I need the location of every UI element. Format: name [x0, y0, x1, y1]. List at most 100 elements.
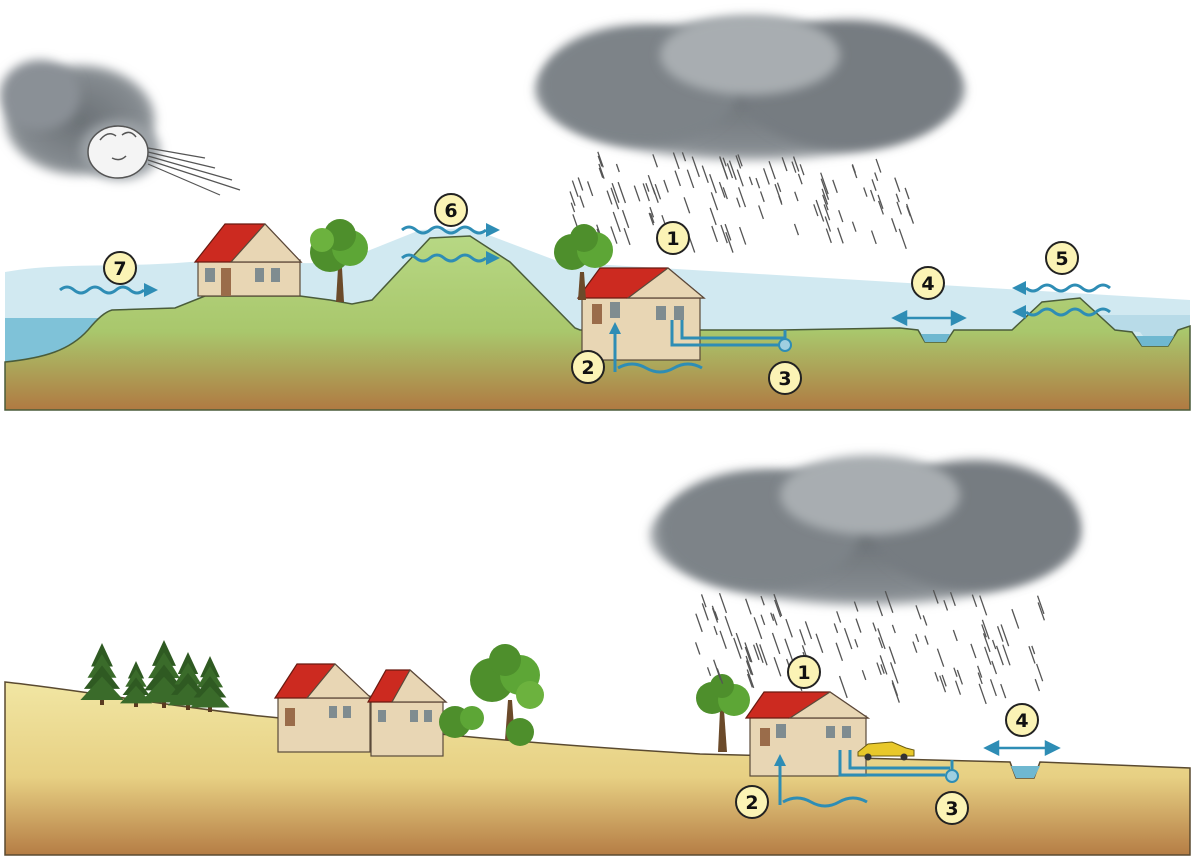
- rain-streak: [753, 617, 763, 640]
- wave-arrow-icon: [1012, 305, 1111, 319]
- rain-streak: [718, 181, 726, 198]
- rain-streak: [768, 160, 776, 180]
- rain-streak: [875, 158, 882, 173]
- rain-streak: [746, 669, 755, 689]
- marker-ditch: 4: [1005, 703, 1039, 737]
- marker-sea-storm-surge: 7: [103, 251, 137, 285]
- rain-streak: [649, 206, 655, 218]
- rain-streak: [932, 589, 939, 604]
- rain-streak: [694, 642, 701, 655]
- rain-streak: [610, 226, 618, 244]
- rain-streak: [943, 599, 949, 611]
- marker-rainfall: 1: [656, 221, 690, 255]
- wave-arrow-icon: [59, 223, 1111, 319]
- rain-streak: [813, 204, 819, 217]
- conifer-icon: [80, 640, 230, 712]
- rain-streak: [719, 156, 728, 179]
- rain-streak: [924, 635, 929, 645]
- cloud-icon: [535, 15, 965, 160]
- ditch-water: [1011, 766, 1040, 778]
- rain-streak: [774, 599, 782, 618]
- rain-streak: [792, 156, 800, 172]
- rain-streak: [569, 191, 576, 207]
- sewer-pipe: [838, 750, 954, 777]
- double-arrow-icon: [983, 739, 1061, 757]
- rain-streak: [606, 190, 613, 205]
- rain-streak: [879, 655, 888, 675]
- tree-icon: [696, 674, 750, 752]
- rain-streak: [991, 660, 998, 675]
- rain-streak: [880, 664, 885, 674]
- rain-streak: [633, 185, 641, 202]
- rain-streak: [877, 200, 884, 215]
- rain-streak: [683, 197, 691, 214]
- marker-sewer: 3: [768, 361, 802, 395]
- conifer-icon: [140, 640, 188, 708]
- rain-streak: [876, 600, 884, 617]
- rain-streak: [895, 193, 900, 203]
- rain-streak: [1000, 624, 1010, 647]
- rain-streak: [597, 155, 603, 167]
- rain-streak: [645, 182, 650, 192]
- rain-streak: [681, 152, 687, 162]
- rain-streak: [793, 223, 800, 236]
- tree-icon: [310, 219, 368, 302]
- rain-streak: [778, 195, 783, 205]
- rain-streak: [981, 619, 990, 640]
- marker-label: 1: [666, 228, 679, 250]
- rain-streak: [820, 178, 830, 200]
- rain-streak: [654, 183, 662, 200]
- rain-streak: [735, 155, 742, 169]
- rain-streak: [745, 655, 754, 676]
- rain-streak: [738, 226, 747, 245]
- rain-streak: [642, 183, 650, 202]
- rain-streak: [898, 228, 907, 250]
- rain-streak: [870, 230, 877, 245]
- rain-streak: [701, 603, 709, 621]
- rain-streak: [747, 673, 753, 688]
- rain-streak: [598, 163, 605, 179]
- rain-streak: [724, 223, 732, 241]
- rain-streak: [610, 187, 620, 210]
- rain-streak: [851, 221, 857, 232]
- rain-streak: [952, 629, 958, 642]
- rain-streak: [995, 645, 1004, 666]
- rain-streak: [855, 618, 862, 633]
- marker-label: 4: [1015, 710, 1028, 732]
- rain-streak: [1011, 608, 1020, 629]
- rain-streak: [722, 157, 727, 167]
- car-icon: [857, 741, 915, 761]
- rain-streak: [891, 218, 898, 233]
- rain-streak: [989, 679, 997, 697]
- rain-streak: [728, 160, 737, 180]
- rain-streak: [735, 632, 743, 650]
- rain-streak: [799, 164, 805, 176]
- rain-streak: [853, 601, 859, 612]
- marker-label: 1: [797, 662, 810, 684]
- rain-streak: [791, 161, 797, 173]
- rain-streak: [726, 163, 734, 179]
- rain-streak: [701, 165, 709, 184]
- rain-streak: [759, 644, 768, 666]
- rain-streak: [794, 191, 799, 202]
- rain-streak: [570, 202, 576, 213]
- marker-rainfall: 1: [787, 655, 821, 689]
- rain-streak: [888, 646, 896, 665]
- rain-streak: [621, 209, 630, 229]
- rain-streak: [710, 192, 719, 211]
- rain-streak: [785, 618, 793, 638]
- rain-streak: [894, 177, 901, 192]
- rain-streak: [674, 170, 681, 187]
- rain-streak: [758, 205, 765, 220]
- house-icon: [193, 223, 303, 297]
- marker-groundwater: 2: [735, 785, 769, 819]
- rain-streak: [571, 180, 579, 197]
- rain-streak: [977, 672, 983, 685]
- rain-streak: [996, 626, 1004, 642]
- rain-streak: [878, 637, 884, 649]
- rain-icon: [694, 589, 1045, 705]
- rain-streak: [718, 592, 728, 614]
- rain-streak: [672, 152, 680, 170]
- rain-streak: [877, 628, 886, 650]
- rain-streak: [737, 187, 747, 208]
